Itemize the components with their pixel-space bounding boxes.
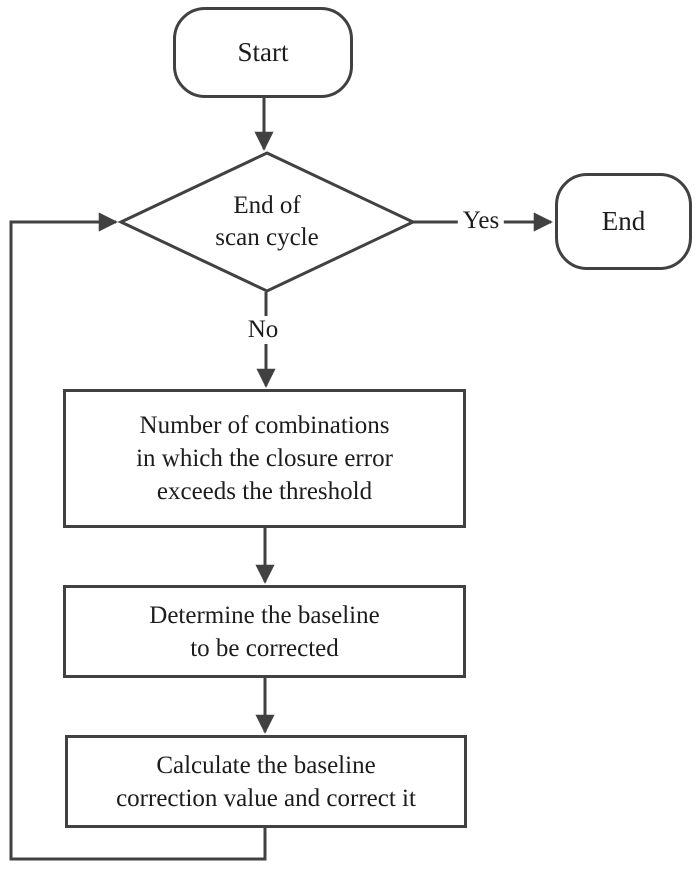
process1-node: Number of combinations in which the clos…: [63, 389, 466, 528]
process1-node-label: Number of combinations in which the clos…: [136, 412, 393, 505]
decision-diamond-shape: [117, 151, 417, 293]
decision-node-label: End of scan cycle: [215, 192, 319, 251]
process2-node-label: Determine the baseline to be corrected: [149, 601, 380, 662]
end-node: End: [555, 173, 692, 270]
process3-node: Calculate the baseline correction value …: [65, 735, 467, 828]
no-edge-label: No: [242, 316, 284, 344]
loop-back-connector: [9, 212, 267, 861]
start-node: Start: [173, 7, 353, 98]
start-node-label: Start: [237, 37, 289, 67]
yes-edge-label: Yes: [457, 207, 505, 235]
end-node-label: End: [601, 206, 646, 236]
process3-node-label: Calculate the baseline correction value …: [116, 751, 416, 812]
process2-node: Determine the baseline to be corrected: [63, 585, 466, 678]
